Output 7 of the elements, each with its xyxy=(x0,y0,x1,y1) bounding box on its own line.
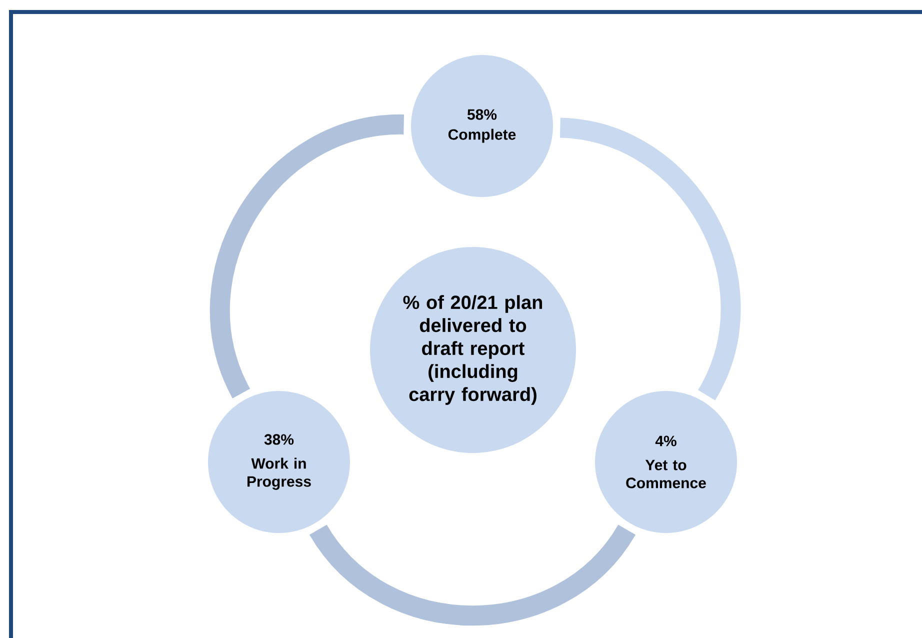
circle-node: 58% Complete xyxy=(411,55,553,197)
ring-arc xyxy=(210,114,405,398)
circle-node: 4% Yet to Commence xyxy=(595,391,737,533)
circle-node: % of 20/21 plan delivered to draft report (including carry forward) xyxy=(370,247,576,453)
ring-arc xyxy=(559,118,741,400)
circle-node: 38% Work in Progress xyxy=(208,391,350,533)
ring-arc xyxy=(310,524,636,626)
